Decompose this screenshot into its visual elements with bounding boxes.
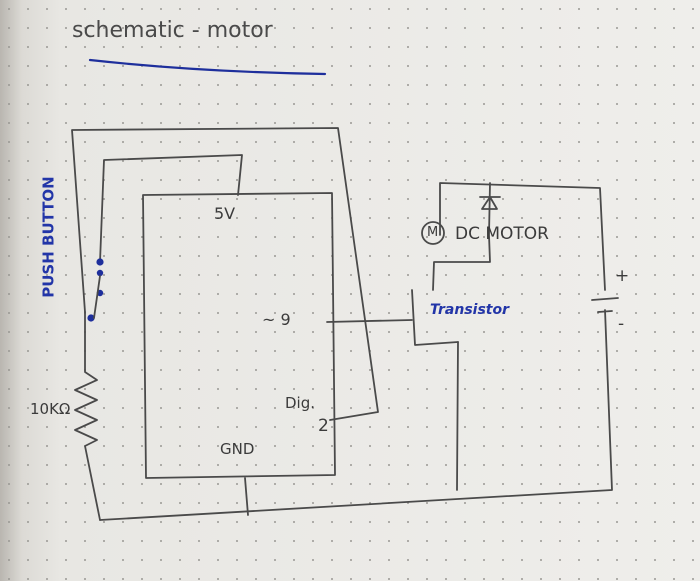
pin-dig-number: 2 xyxy=(318,416,329,436)
diagram-title: schematic - motor xyxy=(72,18,273,43)
transistor-body xyxy=(411,289,459,346)
push-button-label: PUSH BUTTON xyxy=(39,176,58,298)
wire-ground xyxy=(99,309,613,521)
battery-minus: - xyxy=(618,314,625,334)
push-button-lever xyxy=(93,275,101,319)
push-button-contact-4 xyxy=(87,314,95,322)
push-button-contact-2 xyxy=(96,269,104,277)
pin-dig-label: Dig. xyxy=(285,394,316,412)
diode-symbol xyxy=(481,196,498,210)
wire-5v xyxy=(99,154,243,263)
motor-symbol-label: M xyxy=(427,225,439,240)
battery-plate-long xyxy=(591,297,619,301)
push-button-contact-1 xyxy=(96,258,104,266)
dc-motor-label: DC MOTOR xyxy=(455,224,549,244)
resistor-label: 10KΩ xyxy=(30,400,71,418)
pin-gnd-label: GND xyxy=(220,440,255,458)
motor-circle xyxy=(421,221,445,245)
transistor-label: Transistor xyxy=(430,302,510,318)
wire-motor-top xyxy=(439,182,606,291)
pin-9-label: ~ 9 xyxy=(262,310,291,329)
battery-plate-short xyxy=(597,310,613,313)
wire-pin9 xyxy=(326,319,413,323)
pin-5v-label: 5V xyxy=(214,204,236,223)
battery-plus: + xyxy=(615,266,630,286)
title-underline xyxy=(88,58,327,76)
wire-dig2 xyxy=(71,127,379,421)
wire-transistor-emitter xyxy=(456,341,459,491)
wire-transistor-collector xyxy=(432,182,491,291)
wire-gnd-pin xyxy=(244,477,249,516)
arduino-board xyxy=(142,192,336,479)
resistor-10k xyxy=(74,311,101,521)
